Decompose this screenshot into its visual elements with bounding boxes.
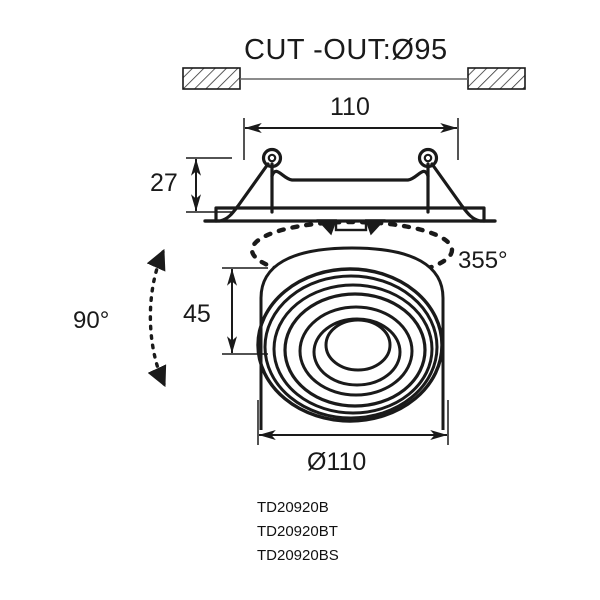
pivot-ring-left <box>261 147 283 169</box>
pivot-ring-right <box>417 147 439 169</box>
label-tilt-90: 90° <box>73 307 110 334</box>
cutout-title: CUT -OUT:Ø95 <box>244 34 448 66</box>
label-diameter-110: Ø110 <box>307 448 367 476</box>
ceiling-block-left <box>182 67 241 90</box>
model-number-3: TD20920BS <box>257 547 339 564</box>
model-number-2: TD20920BT <box>257 523 338 540</box>
fixture-body-group <box>259 246 445 430</box>
label-rotation-355: 355° <box>458 247 508 274</box>
dimension-110-width <box>243 118 459 160</box>
pivot-rings-group <box>261 147 439 169</box>
dimension-45-height <box>222 267 268 355</box>
pivot-hole-left <box>267 153 277 163</box>
bracket-top-cover <box>270 169 430 182</box>
body-outline <box>259 246 445 430</box>
rotation-ellipse-355 <box>249 219 455 281</box>
tilt-arc-90 <box>146 248 167 388</box>
label-height-27: 27 <box>150 169 178 197</box>
ring-inner-1 <box>298 305 414 397</box>
pivot-hole-right <box>423 153 433 163</box>
ring-outer-2 <box>263 274 439 420</box>
ring-mid-2 <box>283 292 427 408</box>
ring-lens <box>324 318 392 372</box>
dimension-110-diameter <box>257 400 449 445</box>
label-height-45: 45 <box>183 300 211 328</box>
dimension-27-height <box>186 157 232 213</box>
model-number-1: TD20920B <box>257 499 329 516</box>
ceiling-block-right <box>467 67 526 90</box>
ring-mid-1 <box>272 283 434 415</box>
flange-plate <box>214 206 486 223</box>
reflector-rings-group <box>256 267 444 423</box>
ceiling-cutout-group <box>182 67 526 90</box>
mounting-bracket-group <box>203 162 497 223</box>
label-width-110: 110 <box>330 93 370 121</box>
ring-outer-1 <box>256 267 444 423</box>
